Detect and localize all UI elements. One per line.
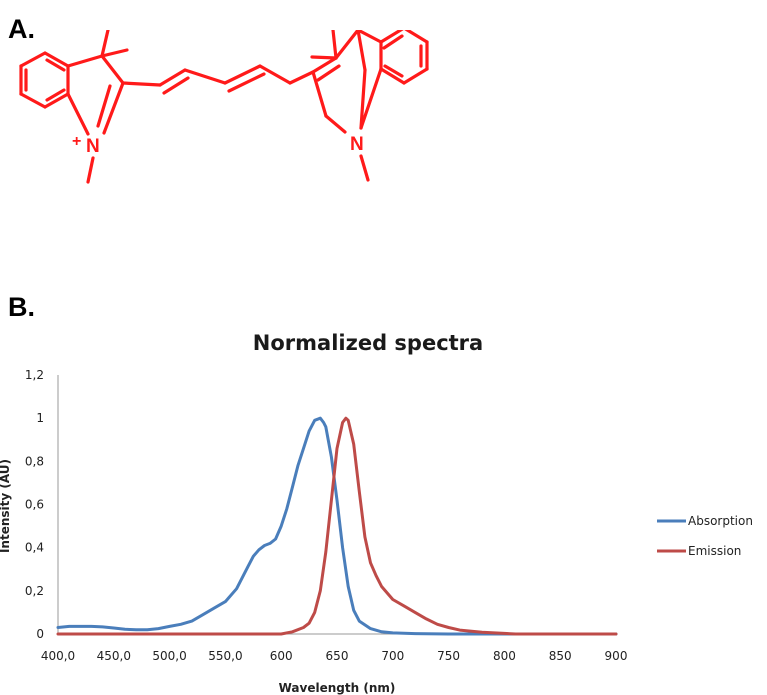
bond bbox=[310, 55, 338, 60]
bond bbox=[359, 154, 370, 182]
series-line-absorption bbox=[56, 416, 618, 636]
x-tick-label: 700 bbox=[381, 649, 404, 663]
bond bbox=[100, 54, 125, 85]
bond bbox=[19, 92, 47, 109]
bond bbox=[183, 68, 227, 85]
molecule-bonds bbox=[19, 30, 429, 184]
bond bbox=[311, 70, 328, 118]
bond bbox=[66, 54, 104, 68]
x-axis-title: Wavelength (nm) bbox=[279, 681, 396, 695]
y-tick-label: 0,6 bbox=[25, 498, 44, 512]
y-tick-label: 0 bbox=[36, 627, 44, 641]
bond bbox=[158, 68, 187, 87]
bond bbox=[43, 51, 70, 68]
y-tick-label: 0,8 bbox=[25, 454, 44, 468]
charge-plus: + bbox=[72, 133, 81, 150]
atom-n-right: N bbox=[350, 134, 364, 155]
x-tick-label: 800 bbox=[493, 649, 516, 663]
spectra-chart: Normalized spectra 0 0,2 0,4 0,6 0,8 1 1,2 400… bbox=[0, 331, 753, 695]
chart-title: Normalized spectra bbox=[253, 331, 483, 355]
bond bbox=[19, 51, 47, 68]
y-tick-label: 1 bbox=[36, 411, 44, 425]
legend-label-absorption: Absorption bbox=[688, 514, 753, 528]
bond bbox=[382, 34, 404, 50]
bond bbox=[86, 156, 95, 184]
series-layer bbox=[56, 416, 618, 636]
bond bbox=[359, 68, 367, 130]
x-tick-label: 650 bbox=[326, 649, 349, 663]
bond bbox=[402, 67, 429, 85]
bond bbox=[45, 58, 66, 72]
y-tick-label: 0,4 bbox=[25, 541, 44, 555]
bond bbox=[288, 70, 315, 85]
x-tick-labels: 400,0 450,0 500,0 550,0 600 650 700 750 800 850 90… bbox=[41, 649, 628, 663]
bond bbox=[379, 67, 406, 85]
x-tick-label: 850 bbox=[549, 649, 572, 663]
bond bbox=[43, 92, 70, 109]
x-tick-label: 750 bbox=[437, 649, 460, 663]
x-tick-label: 450,0 bbox=[97, 649, 131, 663]
bond bbox=[227, 72, 266, 93]
x-tick-label: 600 bbox=[270, 649, 293, 663]
atom-n-left: N bbox=[86, 136, 100, 157]
bond bbox=[100, 30, 110, 58]
panel-label-b: B. bbox=[8, 292, 35, 322]
bond bbox=[356, 30, 383, 44]
bond bbox=[379, 30, 404, 44]
x-tick-label: 900 bbox=[605, 649, 628, 663]
x-tick-label: 400,0 bbox=[41, 649, 75, 663]
legend-label-emission: Emission bbox=[688, 544, 741, 558]
bond bbox=[162, 76, 190, 95]
bond bbox=[316, 64, 341, 82]
y-tick-labels: 0 0,2 0,4 0,6 0,8 1 1,2 bbox=[25, 368, 44, 641]
bond bbox=[331, 30, 338, 60]
bond bbox=[359, 67, 383, 130]
bond bbox=[324, 114, 347, 134]
bond bbox=[102, 81, 125, 135]
molecule-structure: N + N bbox=[19, 30, 429, 184]
bond bbox=[311, 56, 338, 74]
panel-label-a: A. bbox=[8, 14, 35, 44]
y-tick-label: 0,2 bbox=[25, 584, 44, 598]
y-axis-title: Intensity (AU) bbox=[0, 459, 12, 553]
bond bbox=[100, 48, 129, 58]
bond bbox=[356, 30, 367, 72]
bond bbox=[45, 88, 66, 102]
bond bbox=[334, 30, 360, 60]
bond bbox=[96, 84, 112, 128]
x-tick-label: 550,0 bbox=[208, 649, 242, 663]
bond bbox=[404, 30, 429, 44]
bond bbox=[258, 64, 292, 85]
x-tick-label: 500,0 bbox=[152, 649, 186, 663]
y-tick-label: 1,2 bbox=[25, 368, 44, 382]
bond bbox=[383, 64, 404, 78]
bond bbox=[223, 64, 262, 85]
bond bbox=[66, 92, 90, 136]
series-line-emission bbox=[56, 416, 618, 636]
bond bbox=[121, 81, 162, 87]
